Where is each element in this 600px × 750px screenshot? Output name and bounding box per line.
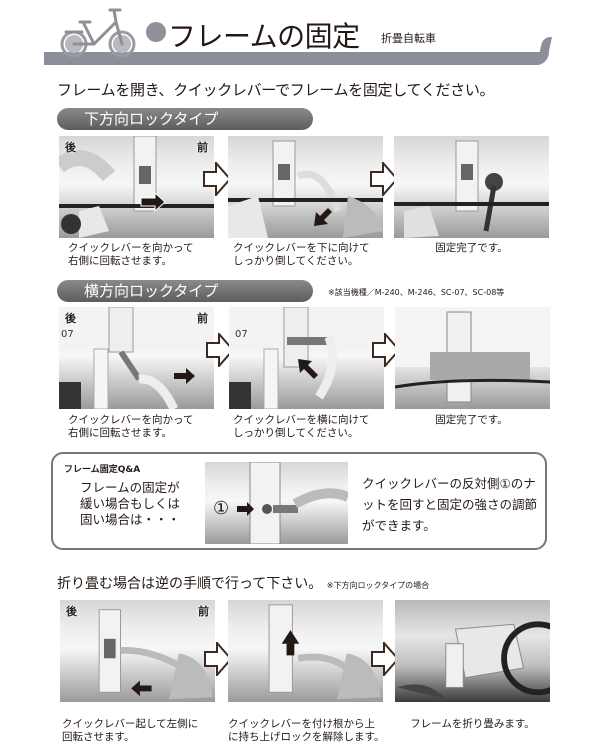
svg-text:07: 07 [61,329,74,340]
qa-question: フレームの固定が緩い場合もしくは固い場合は・・・ [80,480,181,527]
next-step-arrow-icon [203,162,231,196]
qa-photo-adjust-nut: ① [205,462,348,544]
rear-label: 後 [66,605,77,618]
next-step-arrow-icon [204,642,232,676]
rear-label: 後 [65,141,76,154]
qa-answer: クイックレバーの反対側①のナットを回すと固定の強さの調節ができます。 [362,476,538,533]
qa-title: フレーム固定Q&A [64,465,141,475]
applicable-models-note: ※該当機種／M-240、M-246、SC-07、SC-08等 [328,288,505,297]
step-photo-down-2 [228,136,383,238]
page-title: フレームの固定 [168,20,360,53]
rear-label: 後 [65,312,76,325]
next-step-arrow-icon [372,333,400,367]
section-label-downward-lock: 下方向ロックタイプ [57,108,313,130]
svg-text:07: 07 [235,329,248,340]
step-caption: クイックレバーを向かって右側に回転させます。 [68,414,194,439]
fold-photo-3 [395,600,550,702]
fold-photo-2 [228,600,383,702]
step-photo-side-1: 07 後 前 [59,307,214,409]
intro-text: フレームを開き、クイックレバーでフレームを固定してください。 [57,81,495,99]
front-label: 前 [197,312,208,325]
step-caption: 固定完了です。 [435,414,508,426]
step-photo-side-3 [395,307,550,409]
step-caption: クイックレバー起して左側に回転させます。 [62,718,199,743]
section-label-sideways-lock: 横方向ロックタイプ [57,280,313,302]
step-photo-side-2: 07 [229,307,384,409]
fold-instruction: 折り畳む場合は逆の手順で行って下さい。 ※下方向ロックタイプの場合 [57,576,430,592]
title-bullet-icon [146,22,166,42]
page-subtitle: 折畳自転車 [381,32,436,45]
next-step-arrow-icon [206,333,234,367]
step-caption: クイックレバーを横に向けてしっかり倒してください。 [233,414,370,439]
step-caption: フレームを折り畳みます。 [410,718,535,730]
step-caption: クイックレバーを向かって右側に回転させます。 [68,242,194,267]
step-photo-down-1: 後 前 [59,136,214,238]
step-caption: クイックレバーを付け根から上に持ち上げロックを解除します。 [228,718,385,743]
step-caption: 固定完了です。 [435,242,508,254]
header-bar [44,52,549,65]
fold-photo-1: 後 前 [60,600,215,702]
qa-box [51,452,547,550]
folding-bike-icon [60,8,136,58]
step-photo-down-3 [394,136,549,238]
header-bar-tail [537,37,552,65]
next-step-arrow-icon [370,162,398,196]
front-label: 前 [198,605,209,618]
nut-marker: ① [213,498,230,519]
front-label: 前 [197,141,208,154]
step-caption: クイックレバーを下に向けてしっかり倒してください。 [233,242,370,267]
next-step-arrow-icon [371,642,399,676]
